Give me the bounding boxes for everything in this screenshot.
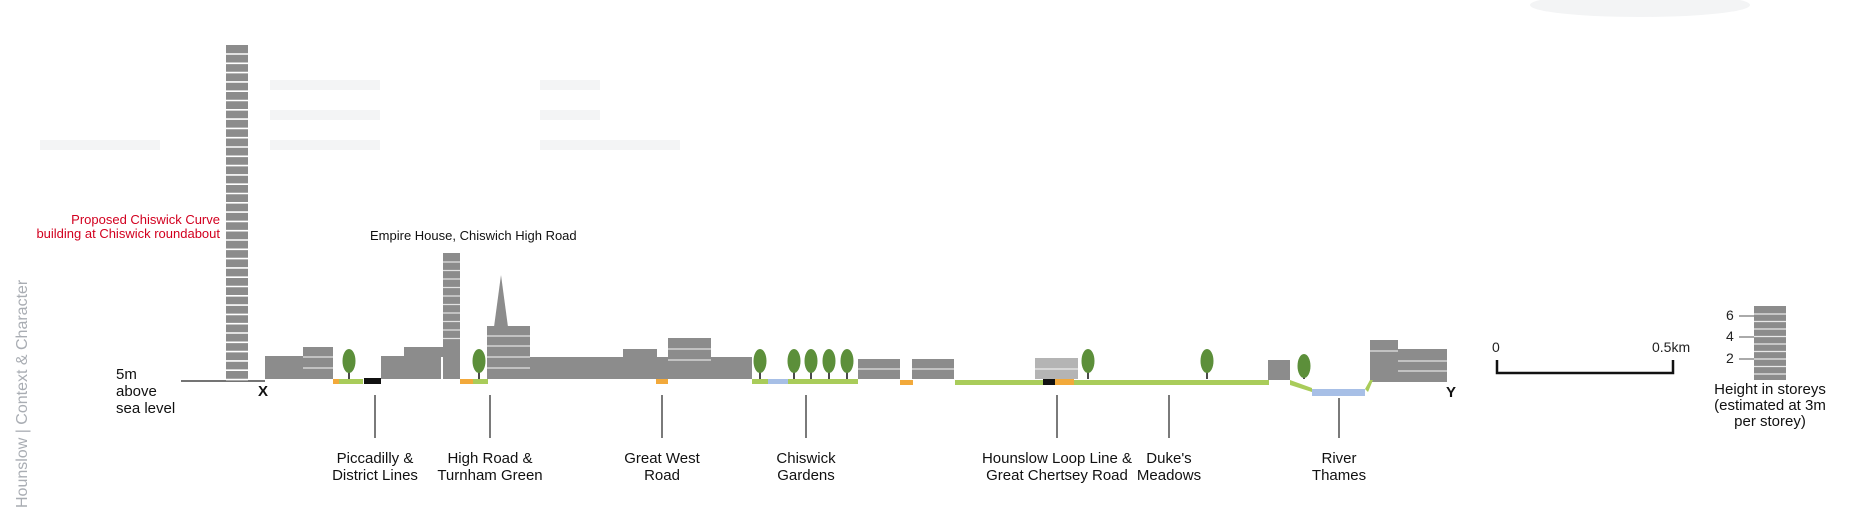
road-strip (333, 379, 339, 384)
building-block (1370, 340, 1398, 382)
storey-tick-label: 4 (1726, 328, 1734, 344)
river-bank-green (1365, 380, 1373, 392)
storey-tick-label: 2 (1726, 350, 1734, 366)
location-label-line: Turnham Green (437, 467, 543, 484)
chiswick-curve-label: Proposed Chiswick Curve building at Chis… (20, 213, 220, 241)
sea-level-line: sea level (116, 400, 176, 417)
building-block (303, 347, 333, 379)
building-block (1268, 360, 1290, 380)
location-label-line: Meadows (1136, 467, 1202, 484)
section-marker-start: X (258, 383, 269, 400)
church-spire (494, 275, 508, 327)
green-space (955, 380, 1269, 385)
tree-icon (342, 349, 356, 379)
location-label: Duke's Meadows (1124, 450, 1214, 484)
location-label-line: Chiswick (776, 450, 836, 467)
scale-bar (1495, 360, 1675, 375)
storey-key-bar (1739, 306, 1786, 380)
road-strip (656, 379, 668, 384)
green-space (333, 379, 363, 384)
building-block (530, 357, 624, 379)
sea-level-line: above (116, 383, 157, 400)
storey-key-caption: Height in storeys (estimated at 3m per s… (1695, 382, 1845, 430)
rail-strip (1043, 379, 1055, 385)
green-space (473, 379, 488, 384)
tree-icon (1081, 349, 1095, 379)
ground-strips (333, 378, 1373, 396)
chiswick-curve-tower (226, 45, 248, 381)
building-block (265, 356, 303, 379)
section-marker-end: Y (1446, 384, 1457, 401)
building-block (381, 356, 441, 379)
water-strip (768, 379, 788, 384)
location-label-line: Piccadilly & (336, 450, 414, 467)
tree-icon (1200, 349, 1214, 379)
location-label: High Road & Turnham Green (430, 450, 550, 484)
location-label-line: Duke's (1146, 450, 1192, 467)
chiswick-curve-label-line: Proposed Chiswick Curve (71, 212, 220, 227)
sea-level-line: 5m (116, 366, 137, 383)
road-strip (1055, 379, 1074, 385)
building-block (487, 326, 530, 379)
empire-house-label: Empire House, Chiswich High Road (370, 228, 577, 243)
water-strip (1312, 389, 1365, 396)
building-block (711, 357, 752, 379)
location-label-line: Hounslow Loop Line & (981, 450, 1133, 467)
building-block (623, 349, 657, 379)
location-label-line: Great Chertsey Road (986, 467, 1128, 484)
tree-icon (804, 349, 818, 379)
building-block (668, 338, 711, 379)
storey-tick-label: 6 (1726, 307, 1734, 323)
location-label-line: High Road & (447, 450, 533, 467)
building-block (404, 347, 460, 357)
scale-end-label: 0.5km (1652, 339, 1691, 355)
green-space (752, 379, 768, 384)
buildings (265, 253, 1447, 382)
road-strip (460, 379, 473, 384)
chiswick-curve-label-line: building at Chiswick roundabout (36, 226, 220, 241)
tree-icon (1297, 354, 1311, 379)
tree-icon (472, 349, 486, 379)
rail-strip (364, 378, 381, 384)
location-label: Chiswick Gardens (746, 450, 866, 484)
building-block (1398, 349, 1447, 382)
scale-start-label: 0 (1492, 339, 1500, 355)
river-bank-green (1290, 380, 1312, 392)
location-label-line: River (1321, 450, 1357, 467)
tree-icon (753, 349, 767, 379)
location-label-line: Great West (624, 450, 700, 467)
road-strip (900, 380, 913, 385)
storey-key-caption-line: Height in storeys (1714, 381, 1826, 398)
location-label: Great West Road (602, 450, 722, 484)
building-block (657, 357, 668, 379)
storey-key-caption-line: per storey) (1734, 413, 1806, 430)
location-label-line: Gardens (777, 467, 835, 484)
trees (342, 349, 1311, 379)
location-label-line: Thames (1311, 467, 1367, 484)
tree-icon (840, 349, 854, 379)
sea-level-label: 5m above sea level (116, 366, 175, 417)
location-label: Piccadilly & District Lines (315, 450, 435, 484)
storey-key-caption-line: (estimated at 3m (1714, 397, 1826, 414)
leader-lines (374, 395, 1340, 438)
location-label: Hounslow Loop Line & Great Chertsey Road (972, 450, 1142, 484)
location-label: River Thames (1294, 450, 1384, 484)
location-label-line: District Lines (332, 467, 418, 484)
tree-icon (787, 349, 801, 379)
location-label-line: Road (644, 467, 680, 484)
floor-lines (303, 261, 1447, 372)
tree-icon (822, 349, 836, 379)
empire-house-tower (443, 253, 460, 379)
green-space (788, 379, 858, 384)
